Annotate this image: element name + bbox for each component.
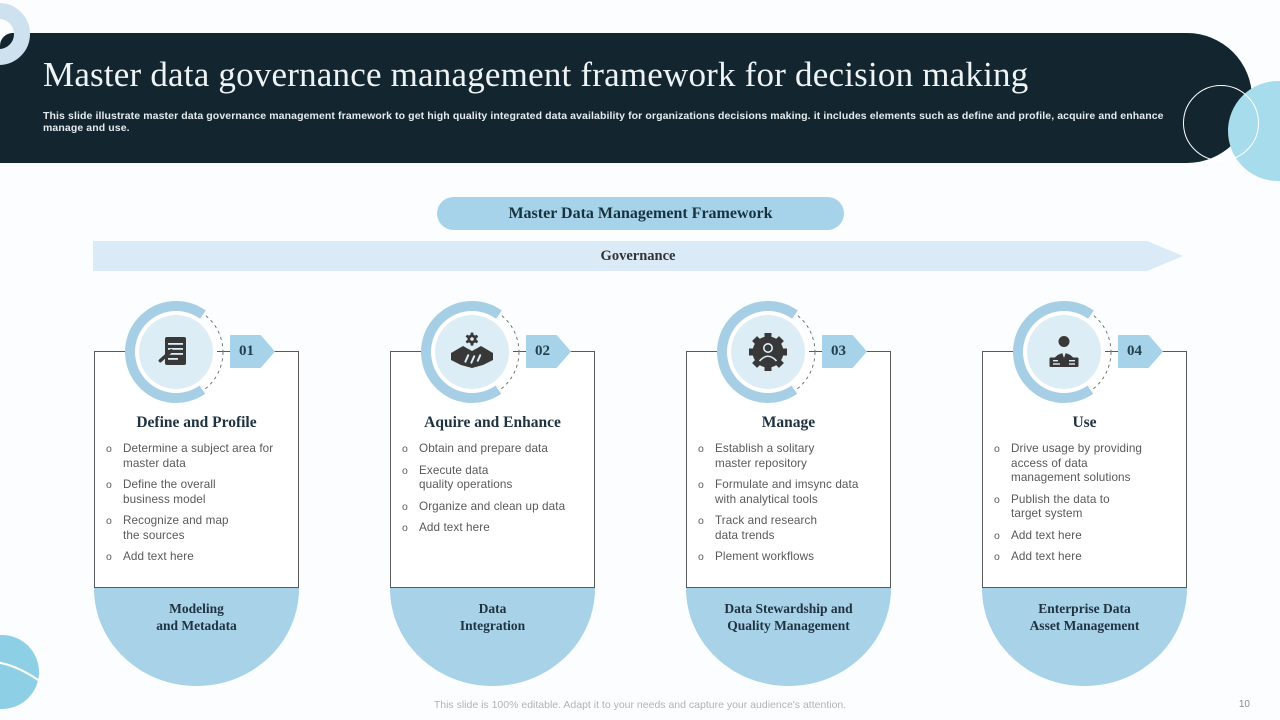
bullet-marker-icon: o xyxy=(994,493,1000,506)
bullet-marker-icon: o xyxy=(994,529,1000,542)
arc-ring-icon xyxy=(125,301,227,403)
bullet-marker-icon: o xyxy=(402,522,408,534)
stage-node xyxy=(717,301,819,403)
stage-title: Aquire and Enhance xyxy=(424,414,561,431)
handshake-gear-icon xyxy=(451,332,493,368)
stage-node xyxy=(125,301,227,403)
page-subtitle: This slide illustrate master data govern… xyxy=(43,110,1164,134)
page-title: Master data governance management framew… xyxy=(43,55,1029,94)
stage-title: Define and Profile xyxy=(136,414,257,431)
bullet-marker-icon: o xyxy=(402,464,408,477)
gear-user-icon xyxy=(749,333,787,371)
contract-pen-icon xyxy=(158,337,186,365)
decorative-ring-top-right-icon xyxy=(1183,85,1259,161)
stage-footer-label: Enterprise Data Asset Management xyxy=(982,588,1187,686)
governance-banner: Governance xyxy=(93,241,1183,271)
header-banner: Master data governance management framew… xyxy=(0,33,1252,163)
bullet-marker-icon: o xyxy=(106,551,112,563)
arc-ring-icon xyxy=(1013,301,1115,403)
bullet-marker-icon: o xyxy=(698,515,704,527)
businessman-icon xyxy=(1049,336,1079,367)
stage-node xyxy=(421,301,523,403)
bullet-marker-icon: o xyxy=(106,515,112,527)
stage-title: Use xyxy=(1072,414,1097,431)
bullet-marker-icon: o xyxy=(698,443,704,455)
bullet-marker-icon: o xyxy=(698,479,704,491)
stage-title: Manage xyxy=(761,414,816,431)
decorative-circle-bottom-left-icon xyxy=(0,635,42,709)
stage-footer-label: Modeling and Metadata xyxy=(94,588,299,686)
framework-badge: Master Data Management Framework xyxy=(437,197,844,230)
arc-ring-icon xyxy=(717,301,819,403)
bullet-marker-icon: o xyxy=(994,551,1000,563)
stage-footer-label: Data Integration xyxy=(390,588,595,686)
arc-ring-icon xyxy=(421,301,523,403)
editable-note: This slide is 100% editable. Adapt it to… xyxy=(433,699,847,711)
bullet-marker-icon: o xyxy=(402,443,408,455)
bullet-marker-icon: o xyxy=(106,479,112,491)
bullet-marker-icon: o xyxy=(994,443,1000,455)
page-number: 10 xyxy=(1238,699,1250,710)
stage-node xyxy=(1013,301,1115,403)
bullet-marker-icon: o xyxy=(106,443,112,455)
bullet-marker-icon: o xyxy=(698,551,704,563)
bullet-marker-icon: o xyxy=(402,500,408,513)
stage-footer-label: Data Stewardship and Quality Management xyxy=(686,588,891,686)
